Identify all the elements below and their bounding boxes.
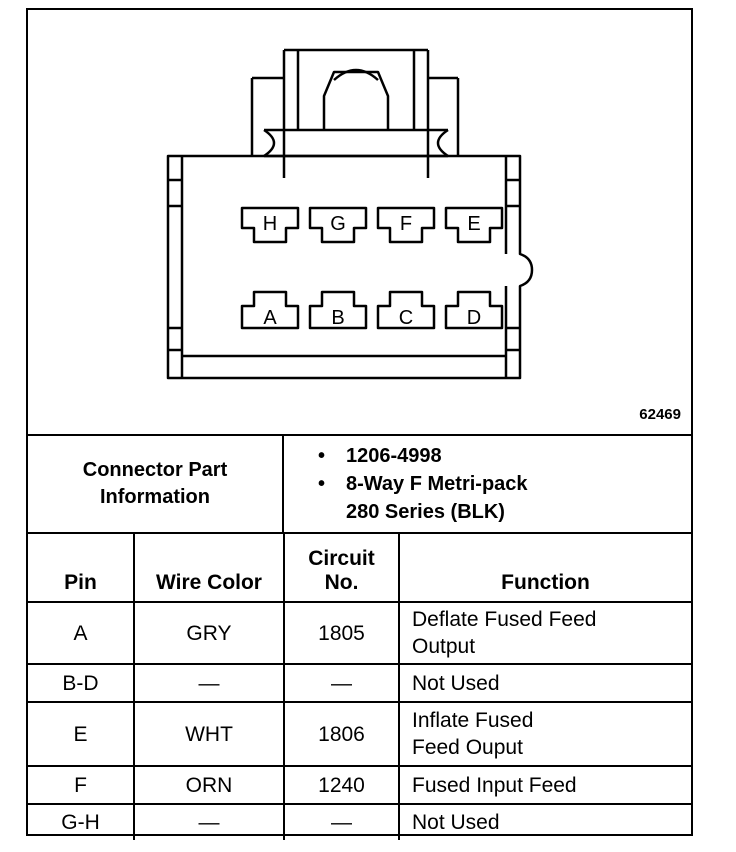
connector-info-label-line2: Information xyxy=(100,486,210,508)
pin-label-e: E xyxy=(467,213,480,235)
cell-circuit: 1805 xyxy=(283,601,400,665)
header-wire-color: Wire Color xyxy=(133,534,285,603)
function-line2: Feed Ouput xyxy=(412,736,523,759)
pin-cavity-b xyxy=(308,290,368,330)
cell-pin: G-H xyxy=(28,803,135,840)
table-row: E WHT 1806 Inflate Fused Feed Ouput xyxy=(28,701,691,767)
connector-body xyxy=(166,154,534,380)
connector-info-label-line1: Connector Part xyxy=(82,459,228,481)
lock-tab-shoulder xyxy=(250,76,460,156)
pin-label-a: A xyxy=(263,307,277,329)
connector-info-list: • 1206-4998 • 8-Way F Metri-pack 280 Ser… xyxy=(318,442,528,526)
connector-info-label: Connector Part Information xyxy=(28,436,284,532)
cell-wire-color: ORN xyxy=(133,765,285,805)
connector-info-section: Connector Part Information • 1206-4998 •… xyxy=(28,434,691,534)
cell-circuit: — xyxy=(283,803,400,840)
connector-type: 8-Way F Metri-pack xyxy=(346,473,528,495)
function-line1: Not Used xyxy=(412,811,500,834)
table-row: B-D — — Not Used xyxy=(28,663,691,703)
pin-cavity-h xyxy=(240,206,300,244)
pin-cavity-g xyxy=(308,206,368,244)
cell-circuit: 1806 xyxy=(283,701,400,767)
header-circuit: Circuit No. xyxy=(283,534,400,603)
connector-info-item: • 1206-4998 xyxy=(318,442,528,470)
cell-wire-color: — xyxy=(133,803,285,840)
part-number: 1206-4998 xyxy=(346,445,442,467)
bullet: • xyxy=(318,473,326,495)
cell-function: Inflate Fused Feed Ouput xyxy=(398,701,691,767)
cell-pin: F xyxy=(28,765,135,805)
pin-label-f: F xyxy=(400,213,412,235)
figure-id: 62469 xyxy=(639,406,681,423)
pin-cavity-d xyxy=(444,290,504,330)
function-line1: Not Used xyxy=(412,671,500,695)
pin-row-bottom: A B C D xyxy=(240,290,504,330)
pin-label-h: H xyxy=(263,213,277,235)
cell-wire-color: GRY xyxy=(133,601,285,665)
connector-info-item: • 8-Way F Metri-pack 280 Series (BLK) xyxy=(318,470,528,526)
table-row: F ORN 1240 Fused Input Feed xyxy=(28,765,691,805)
pin-cavity-f xyxy=(376,206,436,244)
header-circuit-line1: Circuit xyxy=(308,547,375,570)
connector-diagram: H G F E A B C D xyxy=(28,10,691,434)
table-row: G-H — — Not Used xyxy=(28,803,691,840)
pin-label-g: G xyxy=(330,213,346,235)
connector-face-drawing: H G F E A B C D xyxy=(166,48,534,380)
cell-function: Fused Input Feed xyxy=(398,765,691,805)
cell-wire-color: WHT xyxy=(133,701,285,767)
function-line1: Deflate Fused Feed xyxy=(412,608,597,631)
cell-pin: A xyxy=(28,601,135,665)
cell-circuit: — xyxy=(283,663,400,703)
function-line2: Output xyxy=(412,635,476,658)
pin-table-header: Pin Wire Color Circuit No. Function xyxy=(28,534,691,603)
header-pin: Pin xyxy=(28,534,135,603)
cell-circuit: 1240 xyxy=(283,765,400,805)
cell-pin: E xyxy=(28,701,135,767)
connector-series: 280 Series (BLK) xyxy=(346,501,505,523)
pin-cavity-c xyxy=(376,290,436,330)
table-row: A GRY 1805 Deflate Fused Feed Output xyxy=(28,601,691,665)
function-line1: Fused Input Feed xyxy=(412,773,577,797)
lock-latch xyxy=(322,70,390,130)
cell-function: Not Used xyxy=(398,663,691,703)
pin-label-c: C xyxy=(399,307,413,329)
pin-label-b: B xyxy=(331,307,344,329)
header-function: Function xyxy=(398,534,691,603)
header-circuit-line2: No. xyxy=(324,571,359,594)
function-line1: Inflate Fused xyxy=(412,709,534,732)
cell-function: Not Used xyxy=(398,803,691,840)
pin-table: Pin Wire Color Circuit No. Function A GR… xyxy=(28,534,691,840)
cell-pin: B-D xyxy=(28,663,135,703)
pin-cavity-e xyxy=(444,206,504,244)
cell-function: Deflate Fused Feed Output xyxy=(398,601,691,665)
pin-label-d: D xyxy=(467,307,481,329)
pin-cavity-a xyxy=(240,290,300,330)
bullet: • xyxy=(318,445,326,467)
cell-wire-color: — xyxy=(133,663,285,703)
